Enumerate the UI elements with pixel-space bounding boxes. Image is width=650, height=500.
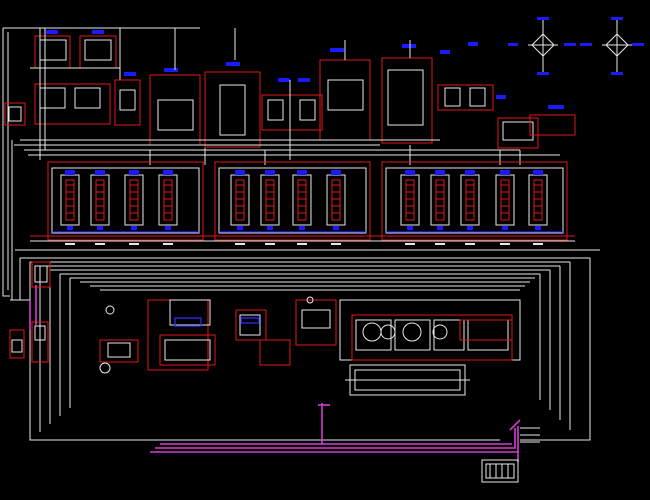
bank-label-stub (405, 243, 415, 245)
valve-spool (60, 170, 80, 230)
valve-spool (495, 170, 515, 230)
bank-label-stub (435, 243, 445, 245)
bottom-left-components (9, 261, 337, 374)
bank-label-stub (235, 243, 245, 245)
valve-spool (90, 170, 110, 230)
valve-spool (528, 170, 548, 230)
valve-spool (326, 170, 346, 230)
bank-label-stub (65, 243, 75, 245)
outer-frame (2, 27, 200, 300)
terminal-connector (481, 427, 540, 483)
bank-label-stub (500, 243, 510, 245)
bank-label-stub (265, 243, 275, 245)
valve-spool (260, 170, 280, 230)
magenta-cable-bundle (29, 285, 521, 462)
bank-label-stub (163, 243, 173, 245)
bank-label-stub (297, 243, 307, 245)
valve-spool (400, 170, 420, 230)
bank-label-stub (465, 243, 475, 245)
valve-spool (158, 170, 178, 230)
valve-spool-stacks (60, 170, 548, 230)
valve-spool (124, 170, 144, 230)
bank-label-stub (533, 243, 543, 245)
legend-symbols (508, 17, 644, 75)
valve-spool (230, 170, 250, 230)
valve-spool (430, 170, 450, 230)
legend-right (580, 17, 644, 75)
main-valve-bank (30, 161, 575, 242)
valve-spool (460, 170, 480, 230)
bank-label-stub (129, 243, 139, 245)
lower-harness (10, 249, 600, 441)
bank-labels (65, 243, 543, 245)
motor-control-block (339, 299, 521, 396)
top-feed-lines (14, 28, 560, 165)
bank-label-stub (331, 243, 341, 245)
legend-left (508, 17, 576, 75)
valve-spool (292, 170, 312, 230)
bank-label-stub (95, 243, 105, 245)
